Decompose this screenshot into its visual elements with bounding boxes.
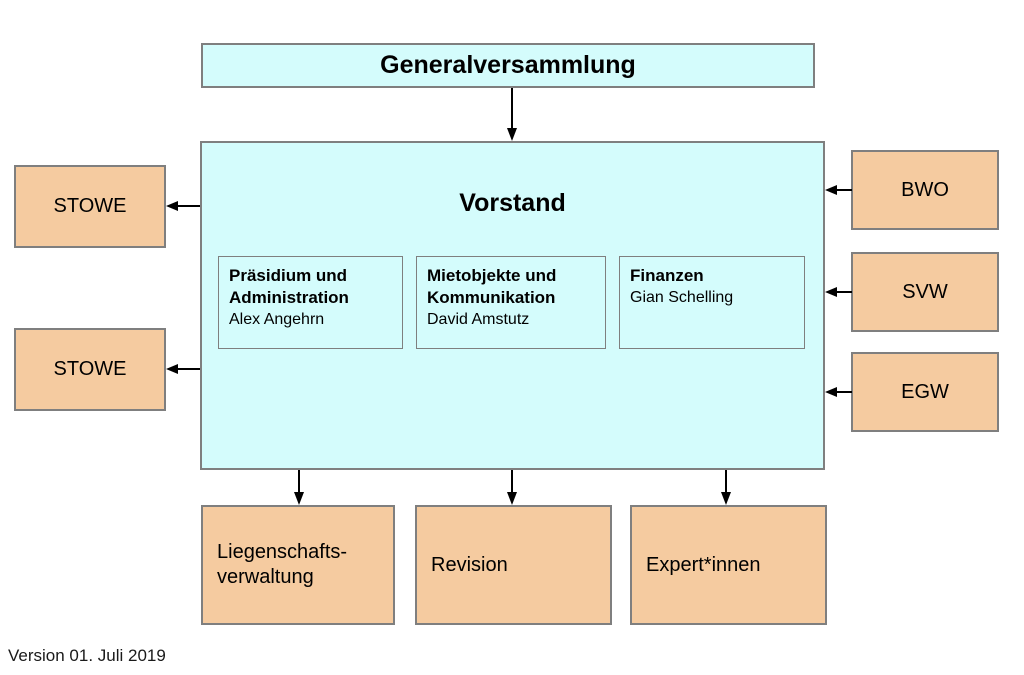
liegenschaftsverwaltung-label-line1: Liegenschafts- — [217, 541, 348, 563]
svw-box: SVW — [851, 252, 999, 332]
liegenschaftsverwaltung-label-line2: verwaltung — [217, 566, 314, 588]
egw-box: EGW — [851, 352, 999, 432]
svw-label: SVW — [902, 280, 948, 303]
department-box-mietobjekte-kommunikation: Mietobjekte und Kommunikation David Amst… — [416, 256, 606, 349]
arrow-generalversammlung-to-vorstand — [505, 88, 519, 141]
department-title-line1: Mietobjekte und — [427, 266, 557, 285]
department-person-name: David Amstutz — [427, 310, 530, 328]
revision-label: Revision — [431, 553, 508, 576]
version-footer: Version 01. Juli 2019 — [8, 646, 166, 665]
liegenschaftsverwaltung-box: Liegenschafts- verwaltung — [201, 505, 395, 625]
arrow-vorstand-to-expertinnen — [719, 470, 733, 505]
department-person-name: Gian Schelling — [630, 288, 734, 306]
arrow-vorstand-to-liegenschaftsverwaltung — [292, 470, 306, 505]
stowe-box-upper: STOWE — [14, 165, 166, 248]
arrow-svw-to-vorstand — [825, 285, 852, 299]
stowe-box-lower: STOWE — [14, 328, 166, 411]
department-title-line2: Kommunikation — [427, 287, 556, 307]
arrow-vorstand-to-revision — [505, 470, 519, 505]
department-box-praesidium-administration: Präsidium und Administration Alex Angehr… — [218, 256, 403, 349]
department-box-finanzen: Finanzen Gian Schelling — [619, 256, 805, 349]
department-title-line1: Finanzen — [630, 266, 704, 285]
arrow-vorstand-to-stowe-upper — [166, 199, 200, 213]
generalversammlung-label: Generalversammlung — [380, 51, 636, 79]
bwo-box: BWO — [851, 150, 999, 230]
arrow-vorstand-to-stowe-lower — [166, 362, 200, 376]
stowe-upper-label: STOWE — [53, 195, 127, 217]
stowe-lower-label: STOWE — [53, 358, 127, 380]
arrow-egw-to-vorstand — [825, 385, 852, 399]
expertinnen-box: Expert*innen — [630, 505, 827, 625]
arrow-bwo-to-vorstand — [825, 183, 852, 197]
department-title-line2: Administration — [229, 287, 349, 307]
department-title-line1: Präsidium und — [229, 266, 348, 285]
revision-box: Revision — [415, 505, 612, 625]
department-person-name: Alex Angehrn — [229, 310, 325, 328]
egw-label: EGW — [901, 380, 949, 403]
vorstand-title: Vorstand — [459, 189, 566, 217]
generalversammlung-box: Generalversammlung — [201, 43, 815, 88]
bwo-label: BWO — [901, 178, 949, 201]
expertinnen-label: Expert*innen — [646, 553, 761, 576]
